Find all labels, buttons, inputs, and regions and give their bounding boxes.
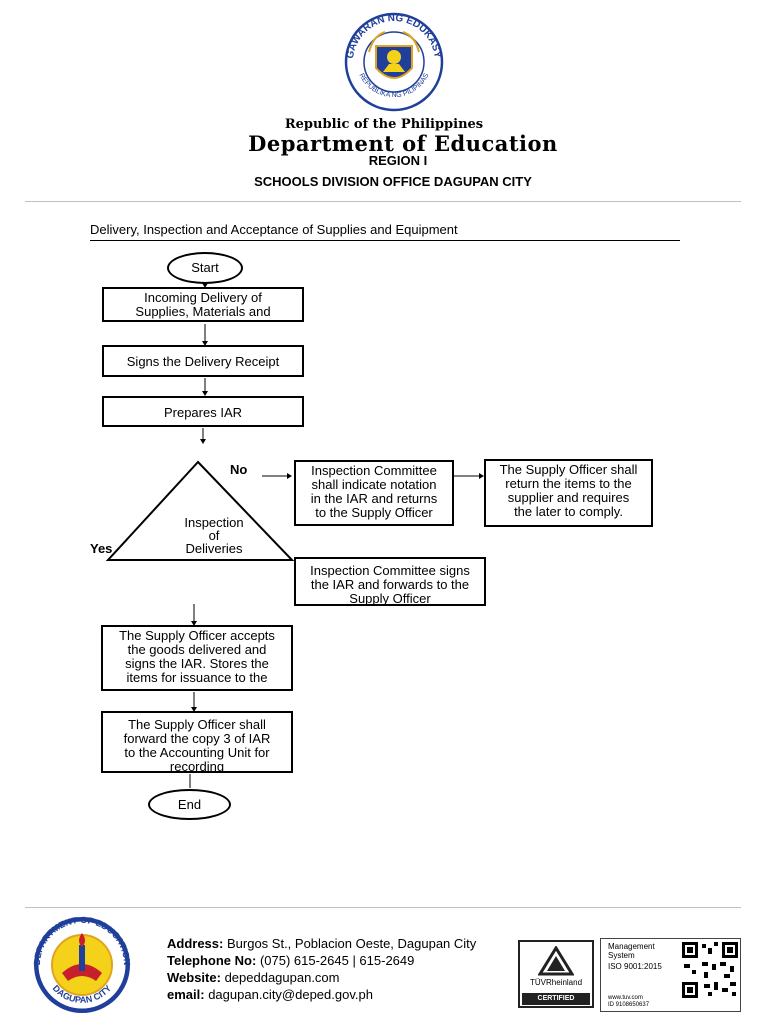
- tuv-certification-badge: [518, 940, 594, 1008]
- contact-block: Address: Burgos St., Poblacion Oeste, Da…: [167, 935, 476, 1003]
- telephone-label: Telephone No:: [167, 953, 257, 968]
- email-value[interactable]: dagupan.city@deped.gov.ph: [208, 987, 373, 1002]
- step1-line2: Supplies, Materials and: [135, 304, 271, 319]
- republic-text: Republic of the Philippines: [284, 117, 484, 132]
- footer-divider: [25, 907, 741, 908]
- step4-line1: The Supply Officer accepts: [119, 628, 275, 643]
- step5-line4: recording: [169, 759, 225, 773]
- end-label: End: [177, 797, 202, 812]
- start-terminal: Start: [167, 252, 243, 284]
- region-text: REGION I: [368, 153, 428, 168]
- tuv-triangle-icon: [538, 946, 574, 976]
- address-value: Burgos St., Poblacion Oeste, Dagupan Cit…: [226, 936, 477, 951]
- step-accepts-goods: The Supply Officer accepts the goods del…: [101, 625, 293, 691]
- email-label: email:: [167, 987, 205, 1002]
- no-step2-line3: supplier and requires: [507, 490, 630, 505]
- address-label: Address:: [167, 936, 224, 951]
- department-title: Department of Education: [248, 131, 558, 156]
- step5-line3: to the Accounting Unit for: [124, 745, 270, 760]
- step1-line1: Incoming Delivery of: [144, 290, 262, 305]
- dagupan-seal-logo: DEPARTMENT OF EDUCATION DAGUPAN CITY: [32, 915, 132, 1013]
- end-terminal: End: [148, 789, 231, 820]
- step-incoming-delivery: Incoming Delivery of Supplies, Materials…: [102, 287, 304, 322]
- title-underline: [90, 240, 680, 241]
- no-step2-line4: the later to comply.: [514, 504, 623, 519]
- no-step2-line1: The Supply Officer shall: [499, 462, 638, 477]
- decision-line2: of: [208, 528, 220, 543]
- telephone-value: (075) 615-2645 | 615-2649: [259, 953, 415, 968]
- decision-line1: Inspection: [184, 515, 244, 530]
- no-step1-line3: in the IAR and returns: [310, 491, 438, 506]
- deped-seal-logo: KAGAWARAN NG EDUKASYON REPUBLIKA NG PILI…: [333, 12, 444, 112]
- no-step2-line2: return the items to the: [505, 476, 632, 491]
- yes-step-line3: Supply Officer: [349, 591, 431, 606]
- decision-line3: Deliveries: [185, 541, 243, 556]
- website-label: Website:: [167, 970, 221, 985]
- step-committee-notation: Inspection Committee shall indicate nota…: [294, 460, 454, 526]
- management-system-label: Management System: [608, 942, 655, 960]
- decision-label: Inspection of Deliveries: [154, 516, 274, 555]
- tuv-url-id: www.tuv.com ID 9108650637: [608, 995, 650, 1008]
- qr-code-icon: [680, 940, 740, 1000]
- step4-line3: signs the IAR. Stores the: [125, 656, 269, 671]
- yes-step-line1: Inspection Committee signs: [310, 563, 470, 578]
- step5-line2: forward the copy 3 of IAR: [123, 731, 271, 746]
- no-step1-line4: to the Supply Officer: [315, 505, 433, 520]
- no-step1-line2: shall indicate notation: [311, 477, 437, 492]
- document-title: Delivery, Inspection and Acceptance of S…: [90, 222, 458, 237]
- step4-line2: the goods delivered and: [127, 642, 267, 657]
- decision-triangle: [105, 460, 295, 561]
- no-step1-line1: Inspection Committee: [311, 463, 437, 478]
- iso-standard: ISO 9001:2015: [608, 962, 662, 971]
- start-label: Start: [191, 260, 219, 275]
- step-return-to-supplier: The Supply Officer shall return the item…: [484, 459, 653, 527]
- step2-label: Signs the Delivery Receipt: [126, 354, 280, 369]
- step-committee-signs: Inspection Committee signs the IAR and f…: [294, 557, 486, 606]
- iso-cert-panel: [600, 938, 741, 1012]
- tuv-brand: TÜVRheinland: [529, 978, 583, 987]
- division-text: SCHOOLS DIVISION OFFICE DAGUPAN CITY: [254, 174, 532, 189]
- step-prepares-iar: Prepares IAR: [102, 396, 304, 427]
- yes-step-line2: the IAR and forwards to the: [310, 577, 470, 592]
- no-branch-label: No: [230, 462, 248, 477]
- step5-line1: The Supply Officer shall: [128, 717, 266, 732]
- step-forward-iar: The Supply Officer shall forward the cop…: [101, 711, 293, 773]
- step4-line4: items for issuance to the: [126, 670, 268, 685]
- certified-badge: CERTIFIED: [522, 993, 590, 1005]
- header-divider: [25, 201, 741, 202]
- step-signs-receipt: Signs the Delivery Receipt: [102, 345, 304, 377]
- step3-label: Prepares IAR: [163, 405, 243, 420]
- yes-branch-label: Yes: [90, 541, 113, 556]
- website-value[interactable]: depeddagupan.com: [224, 970, 340, 985]
